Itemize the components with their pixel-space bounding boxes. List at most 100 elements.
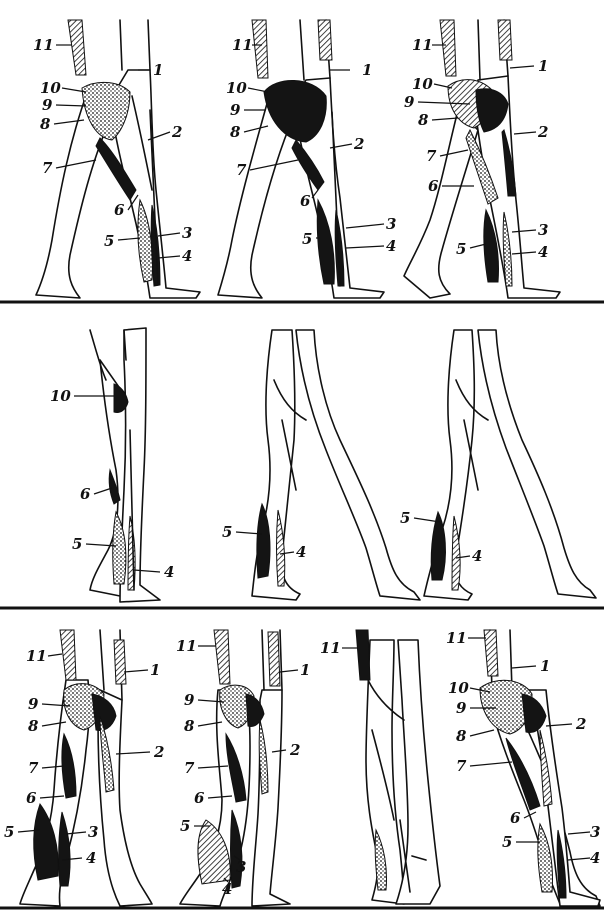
label-5: 5 xyxy=(456,240,466,258)
muscle-erector xyxy=(252,20,268,78)
label-11: 11 xyxy=(412,36,433,54)
panel-r1c3: 11 1 10 9 8 2 7 6 5 3 4 xyxy=(404,20,560,298)
label-6: 6 xyxy=(300,192,311,210)
muscle-erector-right xyxy=(318,20,332,60)
label-6: 6 xyxy=(194,789,205,807)
muscle-erector xyxy=(484,630,498,676)
label-9: 9 xyxy=(42,96,53,114)
panel-r3c4: 11 1 10 9 8 2 7 6 5 3 4 xyxy=(446,629,600,906)
label-8: 8 xyxy=(40,115,51,133)
label-4: 4 xyxy=(386,237,396,255)
panel-r2c3: 5 4 xyxy=(400,330,596,600)
label-10: 10 xyxy=(448,679,469,697)
label-10: 10 xyxy=(50,387,71,405)
label-6: 6 xyxy=(114,201,125,219)
panel-r2c1: 10 6 5 4 xyxy=(50,328,174,602)
label-7: 7 xyxy=(236,161,247,179)
label-1: 1 xyxy=(153,61,163,79)
label-7: 7 xyxy=(42,159,53,177)
label-2: 2 xyxy=(575,715,586,733)
label-3: 3 xyxy=(182,224,192,242)
label-10: 10 xyxy=(412,75,433,93)
label-9: 9 xyxy=(456,699,467,717)
label-7: 7 xyxy=(456,757,467,775)
panel-r1c2: 11 1 10 9 8 2 7 6 5 3 4 xyxy=(218,20,396,298)
label-4: 4 xyxy=(222,880,232,898)
label-1: 1 xyxy=(538,57,548,75)
label-3: 3 xyxy=(538,221,548,239)
label-1: 1 xyxy=(362,61,372,79)
label-11: 11 xyxy=(33,36,54,54)
label-9: 9 xyxy=(230,101,241,119)
label-4: 4 xyxy=(590,849,600,867)
label-7: 7 xyxy=(426,147,437,165)
label-11: 11 xyxy=(176,637,197,655)
label-5: 5 xyxy=(180,817,190,835)
label-2: 2 xyxy=(171,123,182,141)
panel-r3c1: 11 1 9 8 2 7 6 5 3 4 xyxy=(4,630,164,906)
back-leg xyxy=(478,330,596,598)
label-1: 1 xyxy=(150,661,160,679)
label-3: 3 xyxy=(386,215,396,233)
muscle-erector-right xyxy=(498,20,512,60)
label-8: 8 xyxy=(230,123,241,141)
muscle-erector-right xyxy=(114,640,126,684)
label-5: 5 xyxy=(104,232,114,250)
label-3: 3 xyxy=(88,823,98,841)
label-group-r3c3: 11 xyxy=(320,639,358,657)
label-2: 2 xyxy=(153,743,164,761)
label-9: 9 xyxy=(184,691,195,709)
label-8: 8 xyxy=(184,717,195,735)
label-5: 5 xyxy=(302,230,312,248)
panel-r2c2: 5 4 xyxy=(222,330,420,600)
muscle-erector xyxy=(214,630,230,684)
label-9: 9 xyxy=(404,93,415,111)
back-leg xyxy=(296,330,420,600)
label-6: 6 xyxy=(80,485,91,503)
label-5: 5 xyxy=(72,535,82,553)
label-11: 11 xyxy=(26,647,47,665)
label-10: 10 xyxy=(226,79,247,97)
label-4: 4 xyxy=(86,849,96,867)
label-8: 8 xyxy=(418,111,429,129)
panel-r3c3: 11 xyxy=(320,630,440,904)
label-6: 6 xyxy=(26,789,37,807)
label-7: 7 xyxy=(28,759,39,777)
label-11: 11 xyxy=(232,36,253,54)
label-4: 4 xyxy=(296,543,306,561)
muscle-erector xyxy=(440,20,456,76)
label-4: 4 xyxy=(164,563,174,581)
label-11: 11 xyxy=(320,639,341,657)
label-5: 5 xyxy=(222,523,232,541)
label-1: 1 xyxy=(540,657,550,675)
label-6: 6 xyxy=(510,809,521,827)
label-4: 4 xyxy=(538,243,548,261)
label-4: 4 xyxy=(472,547,482,565)
label-8: 8 xyxy=(28,717,39,735)
front-leg xyxy=(396,640,440,904)
label-3: 3 xyxy=(590,823,600,841)
muscle-erector xyxy=(68,20,86,75)
label-2: 2 xyxy=(353,135,364,153)
label-10: 10 xyxy=(40,79,61,97)
muscle-erector xyxy=(60,630,76,680)
label-7: 7 xyxy=(184,759,195,777)
label-11: 11 xyxy=(446,629,467,647)
torso-strip xyxy=(120,20,150,70)
label-6: 6 xyxy=(428,177,439,195)
muscle-erector-right xyxy=(268,632,280,686)
muscle-erector xyxy=(356,630,370,680)
panel-r3c2: 11 1 9 8 2 7 6 5 3 4 xyxy=(176,630,310,906)
label-3: 3 xyxy=(236,858,246,876)
label-5: 5 xyxy=(4,823,14,841)
label-8: 8 xyxy=(456,727,467,745)
label-4: 4 xyxy=(182,247,192,265)
label-5: 5 xyxy=(400,509,410,527)
label-2: 2 xyxy=(537,123,548,141)
label-2: 2 xyxy=(289,741,300,759)
panel-r1c1: 11 1 10 9 8 2 7 6 5 3 4 xyxy=(33,20,200,298)
label-5: 5 xyxy=(502,833,512,851)
label-1: 1 xyxy=(300,661,310,679)
label-9: 9 xyxy=(28,695,39,713)
